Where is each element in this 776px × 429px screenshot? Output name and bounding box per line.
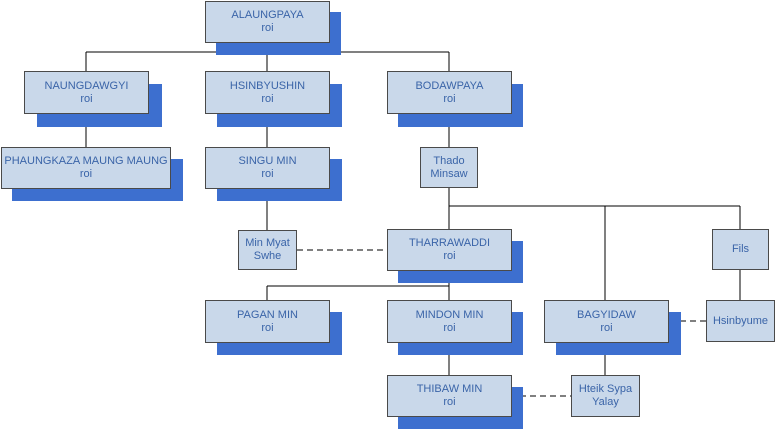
- node-phaungkaza-maung-maung: PHAUNGKAZA MAUNG MAUNG roi: [1, 147, 171, 189]
- node-name: THARRAWADDI: [408, 237, 491, 249]
- node-title: roi: [261, 92, 274, 105]
- node-tharrawaddi: THARRAWADDI roi: [387, 229, 512, 271]
- node-name: Fils: [731, 243, 750, 255]
- node-title: roi: [261, 168, 274, 180]
- node-bagyidaw: BAGYIDAW roi: [544, 300, 669, 343]
- node-title: roi: [443, 396, 456, 408]
- node-line2: Minsaw: [430, 167, 468, 180]
- node-min-myat-swhe: Min Myat Swhe: [238, 230, 297, 270]
- node-name: THIBAW MIN: [416, 383, 483, 395]
- node-name: MINDON MIN: [415, 308, 484, 321]
- node-name: ALAUNGPAYA: [231, 9, 304, 21]
- node-thibaw-min: THIBAW MIN roi: [387, 375, 512, 417]
- node-name: SINGU MIN: [238, 155, 297, 167]
- node-mindon-min: MINDON MIN roi: [387, 300, 512, 343]
- node-title: roi: [443, 250, 456, 262]
- node-hsinbyume: Hsinbyume: [706, 300, 775, 342]
- node-line1: Thado: [433, 154, 465, 167]
- node-title: roi: [600, 321, 613, 334]
- node-title: roi: [261, 321, 274, 334]
- node-name: PAGAN MIN: [237, 308, 298, 321]
- node-title: roi: [261, 22, 274, 34]
- node-name: PHAUNGKAZA MAUNG MAUNG: [4, 155, 168, 167]
- node-name: BODAWPAYA: [415, 79, 484, 92]
- node-pagan-min: PAGAN MIN roi: [205, 300, 330, 343]
- node-naungdawgyi: NAUNGDAWGYI roi: [24, 71, 149, 114]
- node-bodawpaya: BODAWPAYA roi: [387, 71, 512, 114]
- node-line2: Yalay: [592, 396, 619, 408]
- node-line1: Min Myat: [245, 237, 290, 249]
- node-title: roi: [443, 92, 456, 105]
- node-thado-minsaw: Thado Minsaw: [420, 147, 478, 188]
- node-hsinbyushin: HSINBYUSHIN roi: [205, 71, 330, 114]
- node-line1: Hteik Sypa: [578, 383, 633, 395]
- node-title: roi: [80, 92, 93, 105]
- node-name: HSINBYUSHIN: [229, 79, 306, 92]
- node-name: BAGYIDAW: [577, 308, 636, 321]
- node-fils: Fils: [712, 229, 769, 270]
- node-name: Hsinbyume: [712, 314, 769, 327]
- node-name: NAUNGDAWGYI: [44, 79, 129, 92]
- node-title: roi: [79, 168, 93, 180]
- node-alaungpaya: ALAUNGPAYA roi: [205, 1, 330, 43]
- node-line2: Swhe: [253, 250, 282, 262]
- node-singu-min: SINGU MIN roi: [205, 147, 330, 189]
- node-hteik-sypa-yalay: Hteik Sypa Yalay: [571, 375, 640, 417]
- node-title: roi: [443, 321, 456, 334]
